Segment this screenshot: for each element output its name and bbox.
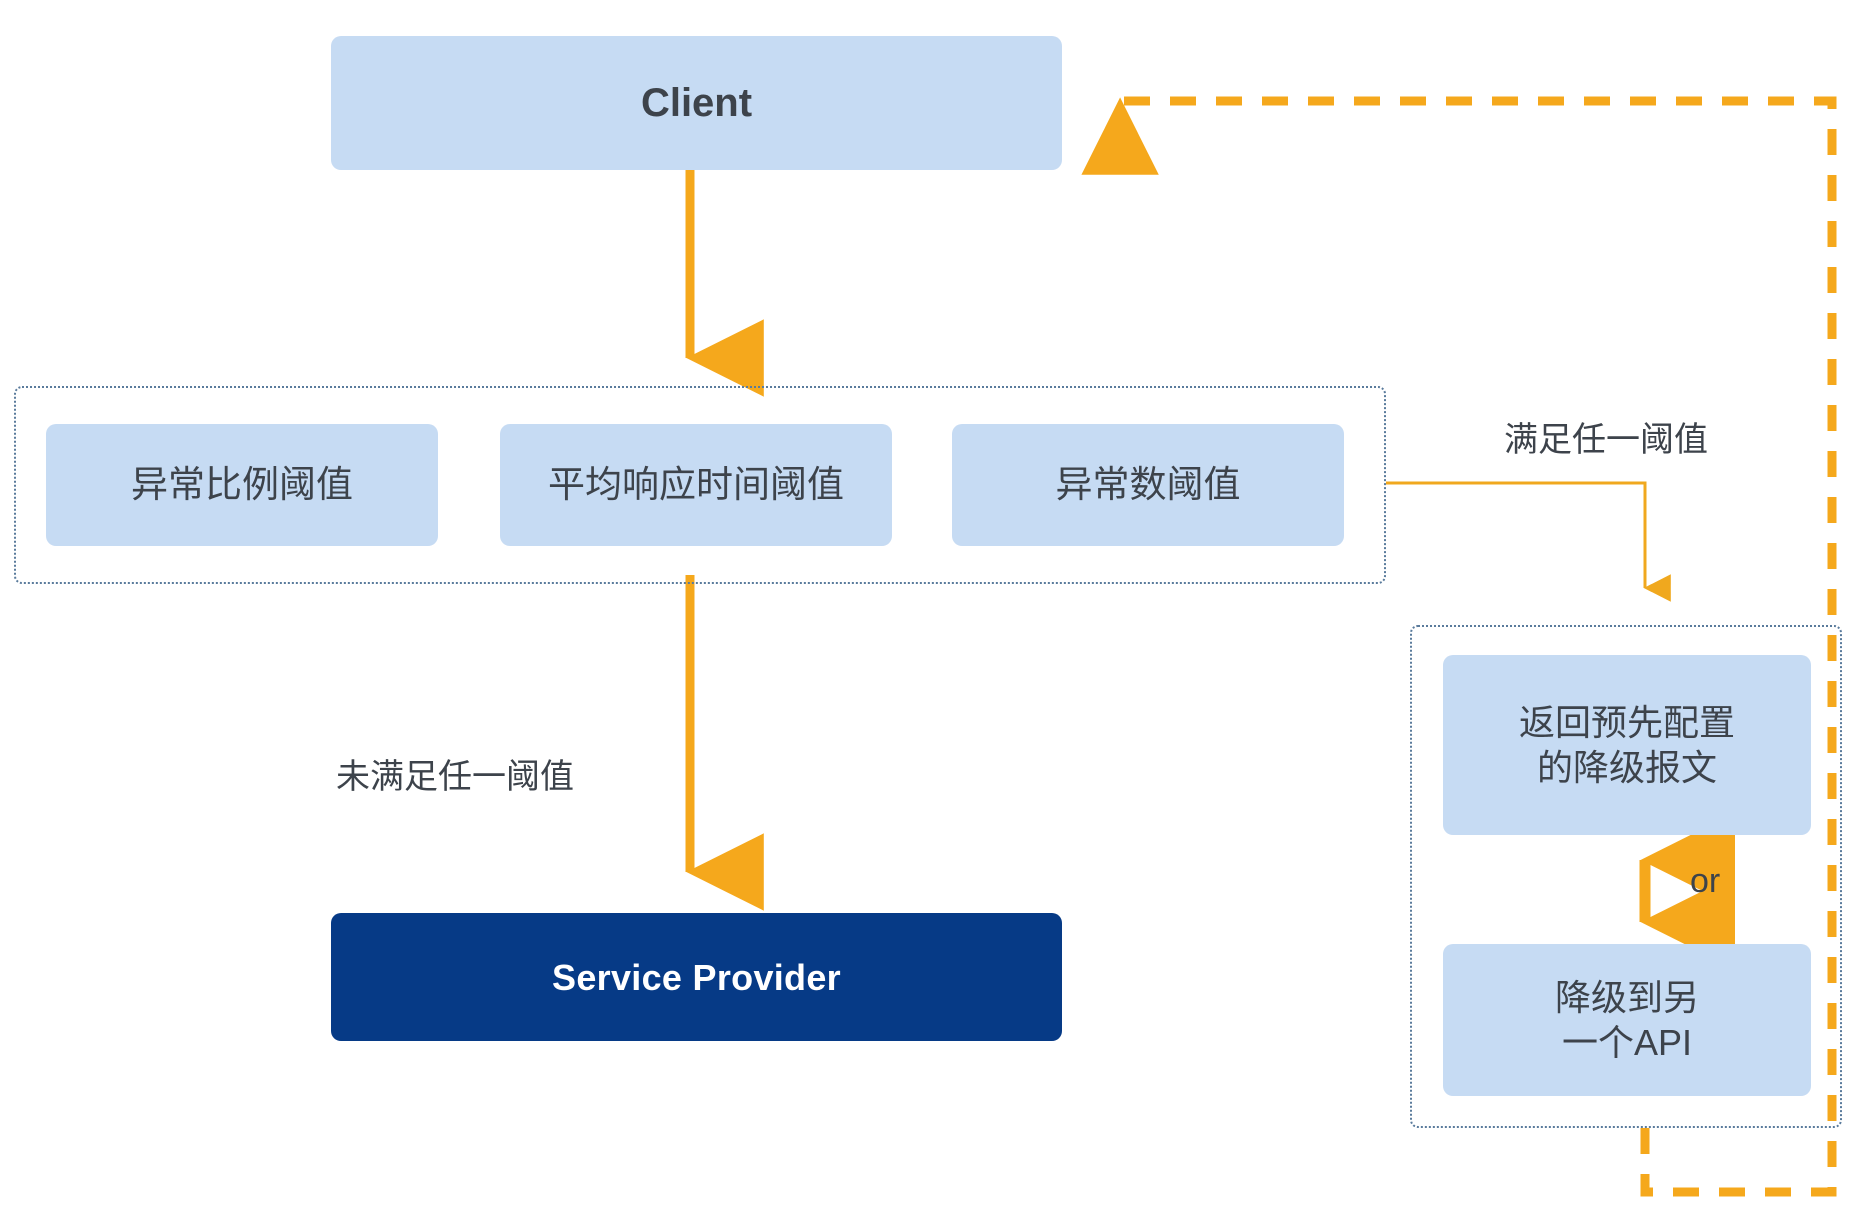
- threshold-box-avg-response-time[interactable]: 平均响应时间阈值: [500, 424, 892, 546]
- edge-label-meets-no-threshold: 未满足任一阈值: [336, 758, 574, 796]
- fallback-box-preconfigured-response[interactable]: 返回预先配置 的降级报文: [1443, 655, 1811, 835]
- or-label: or: [1690, 862, 1721, 900]
- fallback-label-line1: 返回预先配置: [1518, 702, 1735, 743]
- threshold-label: 异常比例阈值: [131, 463, 353, 505]
- threshold-label: 异常数阈值: [1055, 463, 1241, 505]
- fallback-label-line1: 降级到另: [1554, 977, 1699, 1018]
- arrow-thresholds-to-fallback: [1386, 481, 1671, 602]
- threshold-box-error-count[interactable]: 异常数阈值: [952, 424, 1344, 546]
- edge-label-meets-any-threshold: 满足任一阈值: [1504, 421, 1708, 459]
- fallback-label-line2: 一个API: [1561, 1022, 1693, 1063]
- node-service-provider[interactable]: Service Provider: [331, 913, 1062, 1041]
- thresholds-group: [14, 386, 1386, 584]
- fallback-group: [1410, 625, 1842, 1128]
- threshold-box-error-ratio[interactable]: 异常比例阈值: [46, 424, 438, 546]
- fallback-box-downgrade-to-another-api[interactable]: 降级到另 一个API: [1443, 944, 1811, 1096]
- fallback-label-line2: 的降级报文: [1536, 747, 1717, 788]
- threshold-label: 平均响应时间阈值: [548, 463, 844, 505]
- node-service-provider-label: Service Provider: [552, 956, 841, 998]
- node-client-label: Client: [640, 81, 753, 125]
- node-client[interactable]: Client: [331, 36, 1062, 170]
